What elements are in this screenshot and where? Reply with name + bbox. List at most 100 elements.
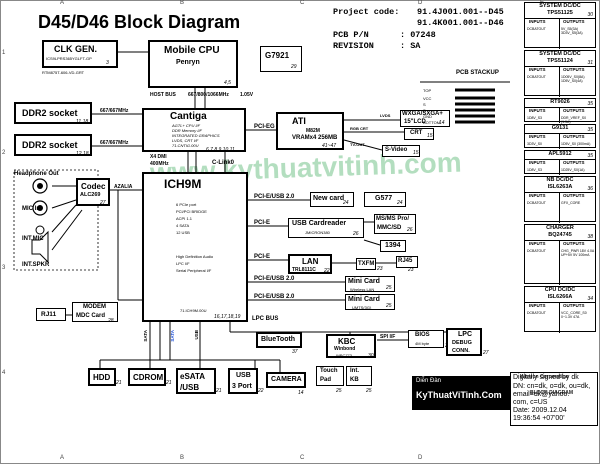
power-panel-output-value: 1D5V_S0 (300mA)	[561, 142, 591, 146]
int-mic-label: INT.MIC	[22, 236, 44, 242]
s-video-ref: 15	[413, 150, 419, 156]
lvds-label: LVDS	[380, 113, 391, 118]
crt-name: CRT	[410, 130, 423, 136]
kbc-ref: 30	[368, 353, 374, 359]
project-code-2: 91.4K001.001--D46	[417, 18, 504, 28]
project-code-label: Project code:	[333, 7, 400, 17]
msmmc-ref: 26	[407, 227, 413, 233]
g577-name: G577	[375, 195, 393, 202]
ruler-col-b-bottom: B	[180, 455, 185, 461]
ieee1394-block: 1394	[380, 240, 406, 252]
power-panel-title: RT9026	[525, 99, 595, 108]
codec-name: Codec	[81, 182, 106, 191]
mini-card-2-name: Mini Card	[348, 296, 380, 303]
power-panel-input-value: DCBATOUT	[527, 249, 546, 253]
sig-line-6: 19:36:54 +07'00'	[513, 415, 565, 422]
lpc-debug-block: LPC DEBUG CONN.	[446, 328, 482, 356]
ddr2-socket-1-ref: 11,18	[76, 119, 89, 125]
ich9m-name: ICH9M	[164, 177, 202, 191]
g7921-block: G7921 29	[260, 46, 302, 72]
stackup-layer-gnd: GND	[423, 114, 432, 119]
lpc-debug-sub: DEBUG	[452, 340, 472, 346]
power-panel-outputs-header: OUTPUTS	[563, 241, 585, 246]
touchpad-sub: Pad	[320, 377, 332, 383]
power-panel-ref: 30	[587, 12, 593, 18]
sig-line-2: DN: cn=dk, o=dk, ou=dk,	[513, 383, 591, 390]
int-spkr-label: INT.SPKR	[22, 262, 50, 268]
lan-part: TRL8111C	[292, 267, 316, 273]
cdrom-ref: 21	[166, 380, 172, 386]
power-panel-divider	[559, 303, 560, 333]
power-panel-outputs-header: OUTPUTS	[563, 67, 585, 72]
power-panel-output-value: 1D25V_S0(1A)	[561, 168, 585, 172]
dmi-freq: 400MHz	[150, 161, 169, 167]
cantiga-line-4: LVDS, CRT I/F	[172, 138, 199, 143]
ruler-col-d-bottom: D	[418, 455, 423, 461]
cantiga-name: Cantiga	[170, 111, 207, 122]
txfm-ref: 23	[377, 266, 383, 272]
camera-ref: 14	[298, 390, 304, 396]
crt-block: CRT 15	[404, 128, 434, 140]
power-panel-outputs-header: OUTPUTS	[563, 108, 585, 113]
rj11-name: RJ11	[41, 311, 57, 318]
esata-name: eSATA	[180, 372, 206, 381]
intkb-sub: KB	[350, 377, 359, 383]
mini-card-2-ref: 25	[386, 303, 392, 309]
bluetooth-name: BlueTooth	[261, 336, 296, 343]
ich9m-line-7: High Definition Audio	[176, 254, 214, 259]
msmmc-name: MS/MS Pro/	[376, 216, 410, 222]
pcie-a-label: PCI-E	[254, 220, 271, 226]
pcie-usb-a-label: PCI-E/USB 2.0	[254, 194, 295, 200]
ati-vram: VRAMx4 256MB	[292, 135, 338, 141]
pcie-b-label: PCI-E	[254, 254, 271, 260]
rj11-block: RJ11	[36, 308, 66, 321]
touchpad-name: Touch	[320, 368, 338, 374]
ddr2-socket-1-name: DDR2 socket	[22, 108, 78, 118]
mini-card-1-block: Mini Card Wireless LAN 25	[345, 276, 395, 292]
lan-ref: 22	[324, 268, 330, 274]
bluetooth-block: BlueTooth	[256, 332, 302, 348]
power-panel-part: BQ24745	[548, 232, 572, 238]
power-panel-title-text: APL5912	[548, 151, 572, 157]
revision-value: : SA	[400, 41, 421, 51]
headphone-label: Headphone Out	[14, 171, 59, 177]
host-bus-label: HOST BUS	[150, 92, 176, 98]
power-panel-title-text: G9131	[551, 125, 569, 131]
forum-label: Diễn Đàn	[416, 378, 442, 384]
esata-sub: /USB	[180, 383, 200, 392]
touchpad-ref: 25	[336, 388, 342, 394]
power-panel-outputs-header: OUTPUTS	[563, 19, 585, 24]
mini-card-2-block: Mini Card UMTS(3G) 25	[345, 294, 395, 310]
power-panel-input-value: DCBATOUT	[527, 75, 546, 79]
pcb-pn-value: : 07248	[400, 30, 436, 40]
kbc-sub: Winbond	[334, 346, 356, 352]
ddr-freq-1: 667/667MHz	[100, 108, 129, 114]
power-panel-ref: 31	[587, 60, 593, 66]
power-panel-part: TPS51124	[547, 58, 573, 64]
power-panel-outputs-header: OUTPUTS	[563, 193, 585, 198]
s-video-name: S-Video	[385, 147, 408, 153]
ruler-col-d: D	[418, 0, 423, 6]
usb-label: USB	[194, 330, 199, 340]
power-panel-title: G9131	[525, 125, 595, 134]
clk-gen-ref: 3	[106, 60, 109, 66]
ruler-row-1: 1	[2, 50, 6, 56]
power-panel-divider	[559, 108, 560, 123]
power-panel-input-value: 3D3V_S0	[527, 142, 542, 146]
cardreader-ref: 26	[353, 231, 359, 237]
cantiga-line-3: INTEGRATED GRAPHICS	[172, 133, 220, 138]
new-card-name: New card	[313, 195, 345, 202]
kbc-part: WPC773	[336, 353, 353, 358]
power-panel-title-text: CHARGER	[546, 225, 574, 231]
ati-block: ATI M82M VRAMx4 256MB 41~47	[276, 112, 344, 150]
power-panel-output-value: 5V_S5(3A) 3D3V_S5(3A)	[561, 27, 583, 35]
cdrom-block: CDROM	[128, 368, 166, 386]
power-panel-divider	[559, 241, 560, 285]
power-panel-part: TPS51125	[547, 10, 573, 16]
power-panel-inputs-header: INPUTS	[529, 108, 546, 113]
